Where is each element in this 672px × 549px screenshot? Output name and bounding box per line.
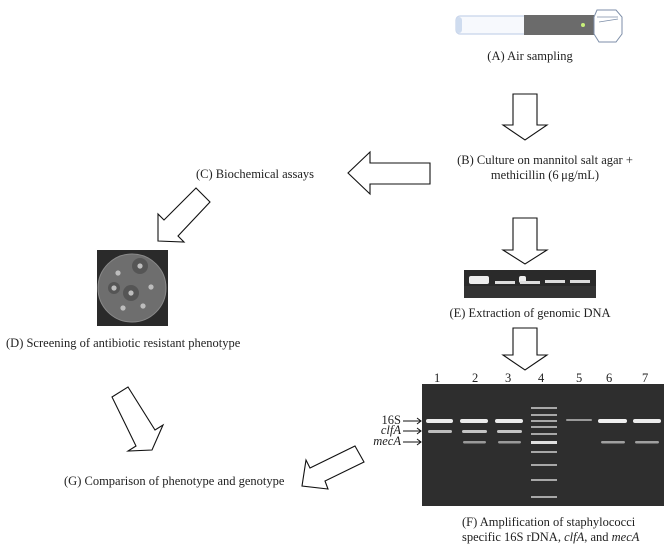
step-b-line1: (B) Culture on mannitol salt agar + <box>457 153 633 167</box>
band-lane1-16s <box>426 419 453 423</box>
arrow-down-a-b <box>501 93 549 141</box>
tube-body <box>524 15 594 35</box>
tube-glass <box>455 15 531 35</box>
band-label-clfa: clfA <box>380 423 401 437</box>
step-f-label: (F) Amplification of staphylococci speci… <box>462 515 639 545</box>
lane-label-2: 2 <box>472 371 479 385</box>
lane-label-4: 4 <box>538 371 545 385</box>
step-f-line1: (F) Amplification of staphylococci <box>462 515 636 529</box>
band-marker-arrows <box>403 417 422 446</box>
lane-label-7: 7 <box>642 371 649 385</box>
band-lane1-clfa <box>428 430 452 433</box>
genomic-dna-gel <box>464 270 596 298</box>
lane-label-1: 1 <box>434 371 441 385</box>
lane-label-3: 3 <box>505 371 512 385</box>
arrow-diag-c-d <box>157 187 211 243</box>
step-e-label: (E) Extraction of genomic DNA <box>449 306 611 320</box>
tube-nut-icon <box>593 9 623 43</box>
tube-cap-end <box>456 17 462 33</box>
arrow-down-b-e <box>501 217 549 265</box>
step-b-line2: methicillin (6 μg/mL) <box>490 168 600 182</box>
petri-plate-image <box>97 250 168 326</box>
step-f-line2: specific 16S rDNA, clfA, and mecA <box>462 530 640 544</box>
arrow-diag-d-g <box>111 386 165 452</box>
step-d-label: (D) Screening of antibiotic resistant ph… <box>6 336 241 350</box>
step-g-label: (G) Comparison of phenotype and genotype <box>64 474 285 488</box>
arrow-left-b-c <box>347 150 431 196</box>
air-sampling-tube <box>455 9 623 43</box>
lane-label-5: 5 <box>576 371 583 385</box>
band-label-16s: 16S <box>381 413 401 427</box>
arrow-down-e-f <box>501 327 549 371</box>
dna-ladder <box>531 407 557 498</box>
step-a-label: (A) Air sampling <box>487 49 573 63</box>
step-b-label: (B) Culture on mannitol salt agar + meth… <box>430 153 660 183</box>
lane-label-6: 6 <box>606 371 613 385</box>
pcr-gel-image <box>422 384 664 506</box>
band-label-meca: mecA <box>373 434 401 448</box>
indicator-light <box>581 23 585 27</box>
step-c-label: (C) Biochemical assays <box>196 167 315 181</box>
arrow-diag-f-g <box>301 445 365 490</box>
